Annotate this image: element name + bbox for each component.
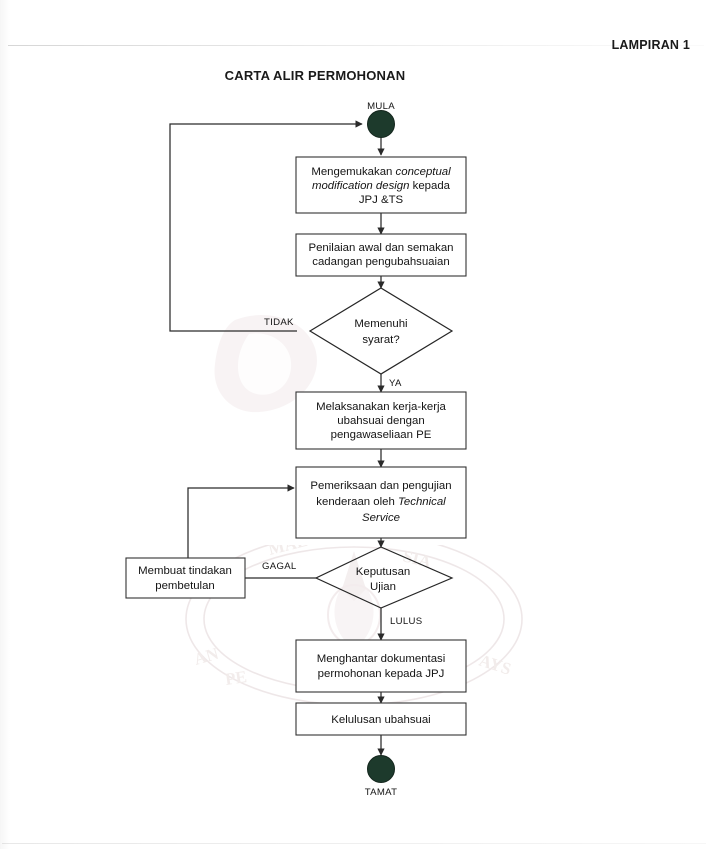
edge-rework-to-step4	[187, 484, 295, 558]
edge-label-yes: YA	[389, 378, 402, 389]
step5-box[interactable]	[295, 639, 467, 693]
step6-line1: Kelulusan ubahsuai	[331, 714, 430, 726]
step1-line3: JPJ &TS	[359, 194, 404, 206]
annex-label: LAMPIRAN 1	[611, 38, 690, 52]
step1-line1: Mengemukakan conceptual	[311, 166, 451, 178]
start-terminal-label: MULA	[367, 101, 395, 112]
step2-line2: cadangan pengubahsuaian	[312, 256, 449, 268]
node-step3[interactable]: Melaksanakan kerja-kerja ubahsuai dengan…	[295, 391, 467, 450]
node-end[interactable]: TAMAT	[365, 755, 398, 799]
rework-line2: pembetulan	[155, 580, 215, 592]
rework-box[interactable]	[125, 557, 246, 599]
node-step2[interactable]: Penilaian awal dan semakan cadangan peng…	[295, 233, 467, 277]
node-step5[interactable]: Menghantar dokumentasi permohonan kepada…	[295, 639, 467, 693]
decision1-line1: Memenuhi	[354, 318, 407, 330]
page-title: CARTA ALIR PERMOHONAN	[224, 68, 406, 83]
step4-line2: kenderaan oleh Technical	[316, 496, 446, 508]
step2-box[interactable]	[295, 233, 467, 277]
end-terminal-circle[interactable]	[367, 755, 395, 783]
start-terminal-circle[interactable]	[367, 110, 395, 138]
step5-line2: permohonan kepada JPJ	[318, 668, 445, 680]
edge-label-no: TIDAK	[264, 317, 294, 328]
rework-line1: Membuat tindakan	[138, 565, 232, 577]
node-rework[interactable]: Membuat tindakan pembetulan	[125, 557, 246, 599]
connectors	[169, 120, 385, 756]
node-start[interactable]: MULA	[367, 101, 395, 138]
decision1-diamond[interactable]	[308, 287, 454, 375]
node-step6[interactable]: Kelulusan ubahsuai	[295, 702, 467, 736]
decision2-diamond[interactable]	[314, 546, 454, 609]
node-decision1[interactable]: Memenuhi syarat?	[308, 287, 454, 375]
decision2-line1: Keputusan	[356, 566, 410, 578]
node-step1[interactable]: Mengemukakan conceptual modification des…	[295, 156, 467, 214]
node-step4[interactable]: Pemeriksaan dan pengujian kenderaan oleh…	[295, 466, 467, 539]
step6-box[interactable]	[295, 702, 467, 736]
step5-line1: Menghantar dokumentasi	[317, 653, 446, 665]
step2-line1: Penilaian awal dan semakan	[308, 242, 453, 254]
step3-line1: Melaksanakan kerja-kerja	[316, 401, 446, 413]
step3-line3: pengawaseliaan PE	[331, 429, 432, 441]
edge-label-fail: GAGAL	[262, 561, 297, 572]
node-decision2[interactable]: Keputusan Ujian	[314, 546, 454, 609]
edge-label-pass: LULUS	[390, 616, 422, 627]
step4-line1: Pemeriksaan dan pengujian	[310, 480, 451, 492]
decision2-line2: Ujian	[370, 581, 396, 593]
step1-line2: modification design kepada	[312, 180, 451, 192]
edge-no-loopback	[169, 120, 363, 332]
end-terminal-label: TAMAT	[365, 787, 398, 798]
step1-box[interactable]	[295, 156, 467, 214]
step4-line3: Service	[362, 512, 400, 524]
step3-box[interactable]	[295, 391, 467, 450]
step4-box[interactable]	[295, 466, 467, 539]
decision1-line2: syarat?	[362, 334, 399, 346]
step3-line2: ubahsuai dengan	[337, 415, 424, 427]
